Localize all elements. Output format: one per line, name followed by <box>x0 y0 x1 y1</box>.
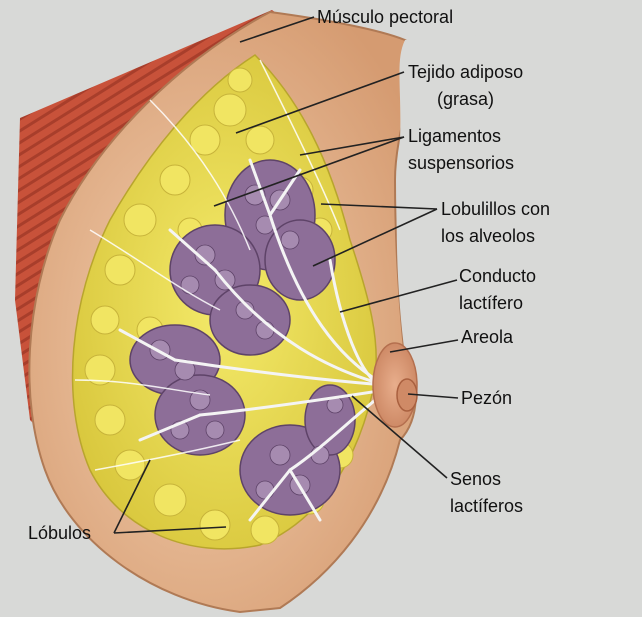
label-pezon: Pezón <box>461 388 513 408</box>
label-lobulos: Lóbulos <box>28 523 92 543</box>
label-senos-lactiferos: Senos lactíferos <box>450 469 524 516</box>
label-conducto-lactifero: Conducto lactífero <box>459 266 537 313</box>
label-lobulillos-alveolos: Lobulillos con los alveolos <box>441 199 551 246</box>
label-musculo-pectoral: Músculo pectoral <box>317 7 454 27</box>
label-areola: Areola <box>461 327 514 347</box>
chest-skin <box>300 35 642 617</box>
suspensory-ligaments <box>74 59 341 471</box>
leader-lines <box>113 16 459 534</box>
label-ligamentos-suspensorios: Ligamentos suspensorios <box>408 126 515 173</box>
milk-ducts <box>118 158 387 522</box>
label-tejido-adiposo: Tejido adiposo (grasa) <box>408 62 524 109</box>
